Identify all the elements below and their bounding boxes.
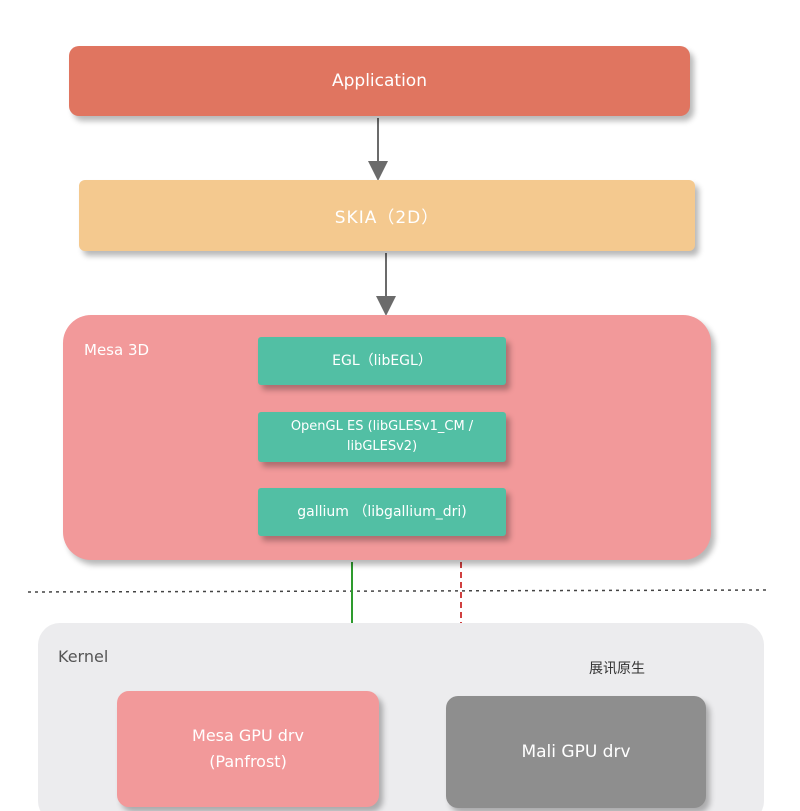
kernel-title: Kernel [58,647,109,666]
skia-layer: SKIA（2D） [79,180,695,251]
mesa3d-title: Mesa 3D [84,341,150,359]
opengl-es-label-line1: OpenGL ES (libGLESv1_CM / [290,419,474,434]
panfrost-driver-label-line1: Mesa GPU drv [192,726,304,745]
opengl-es-label-line2: libGLESv2) [346,439,418,454]
gallium-label: gallium （libgallium_dri) [297,504,467,520]
gallium-component: gallium （libgallium_dri) [258,488,506,536]
application-layer: Application [69,46,690,116]
skia-label: SKIA（2D） [334,208,440,228]
mali-driver-label: Mali GPU drv [521,742,631,762]
panfrost-driver-box: Mesa GPU drv (Panfrost) [117,691,379,807]
vendor-native-annotation: 展讯原生 [589,661,645,677]
panfrost-driver-label-line2: (Panfrost) [209,752,287,771]
opengl-es-component: OpenGL ES (libGLESv1_CM / libGLESv2) [258,412,506,462]
egl-component: EGL（libEGL） [258,337,506,385]
user-kernel-separator [27,589,771,593]
mali-driver-box: Mali GPU drv [446,696,706,808]
egl-label: EGL（libEGL） [332,353,432,369]
application-label: Application [332,71,427,91]
